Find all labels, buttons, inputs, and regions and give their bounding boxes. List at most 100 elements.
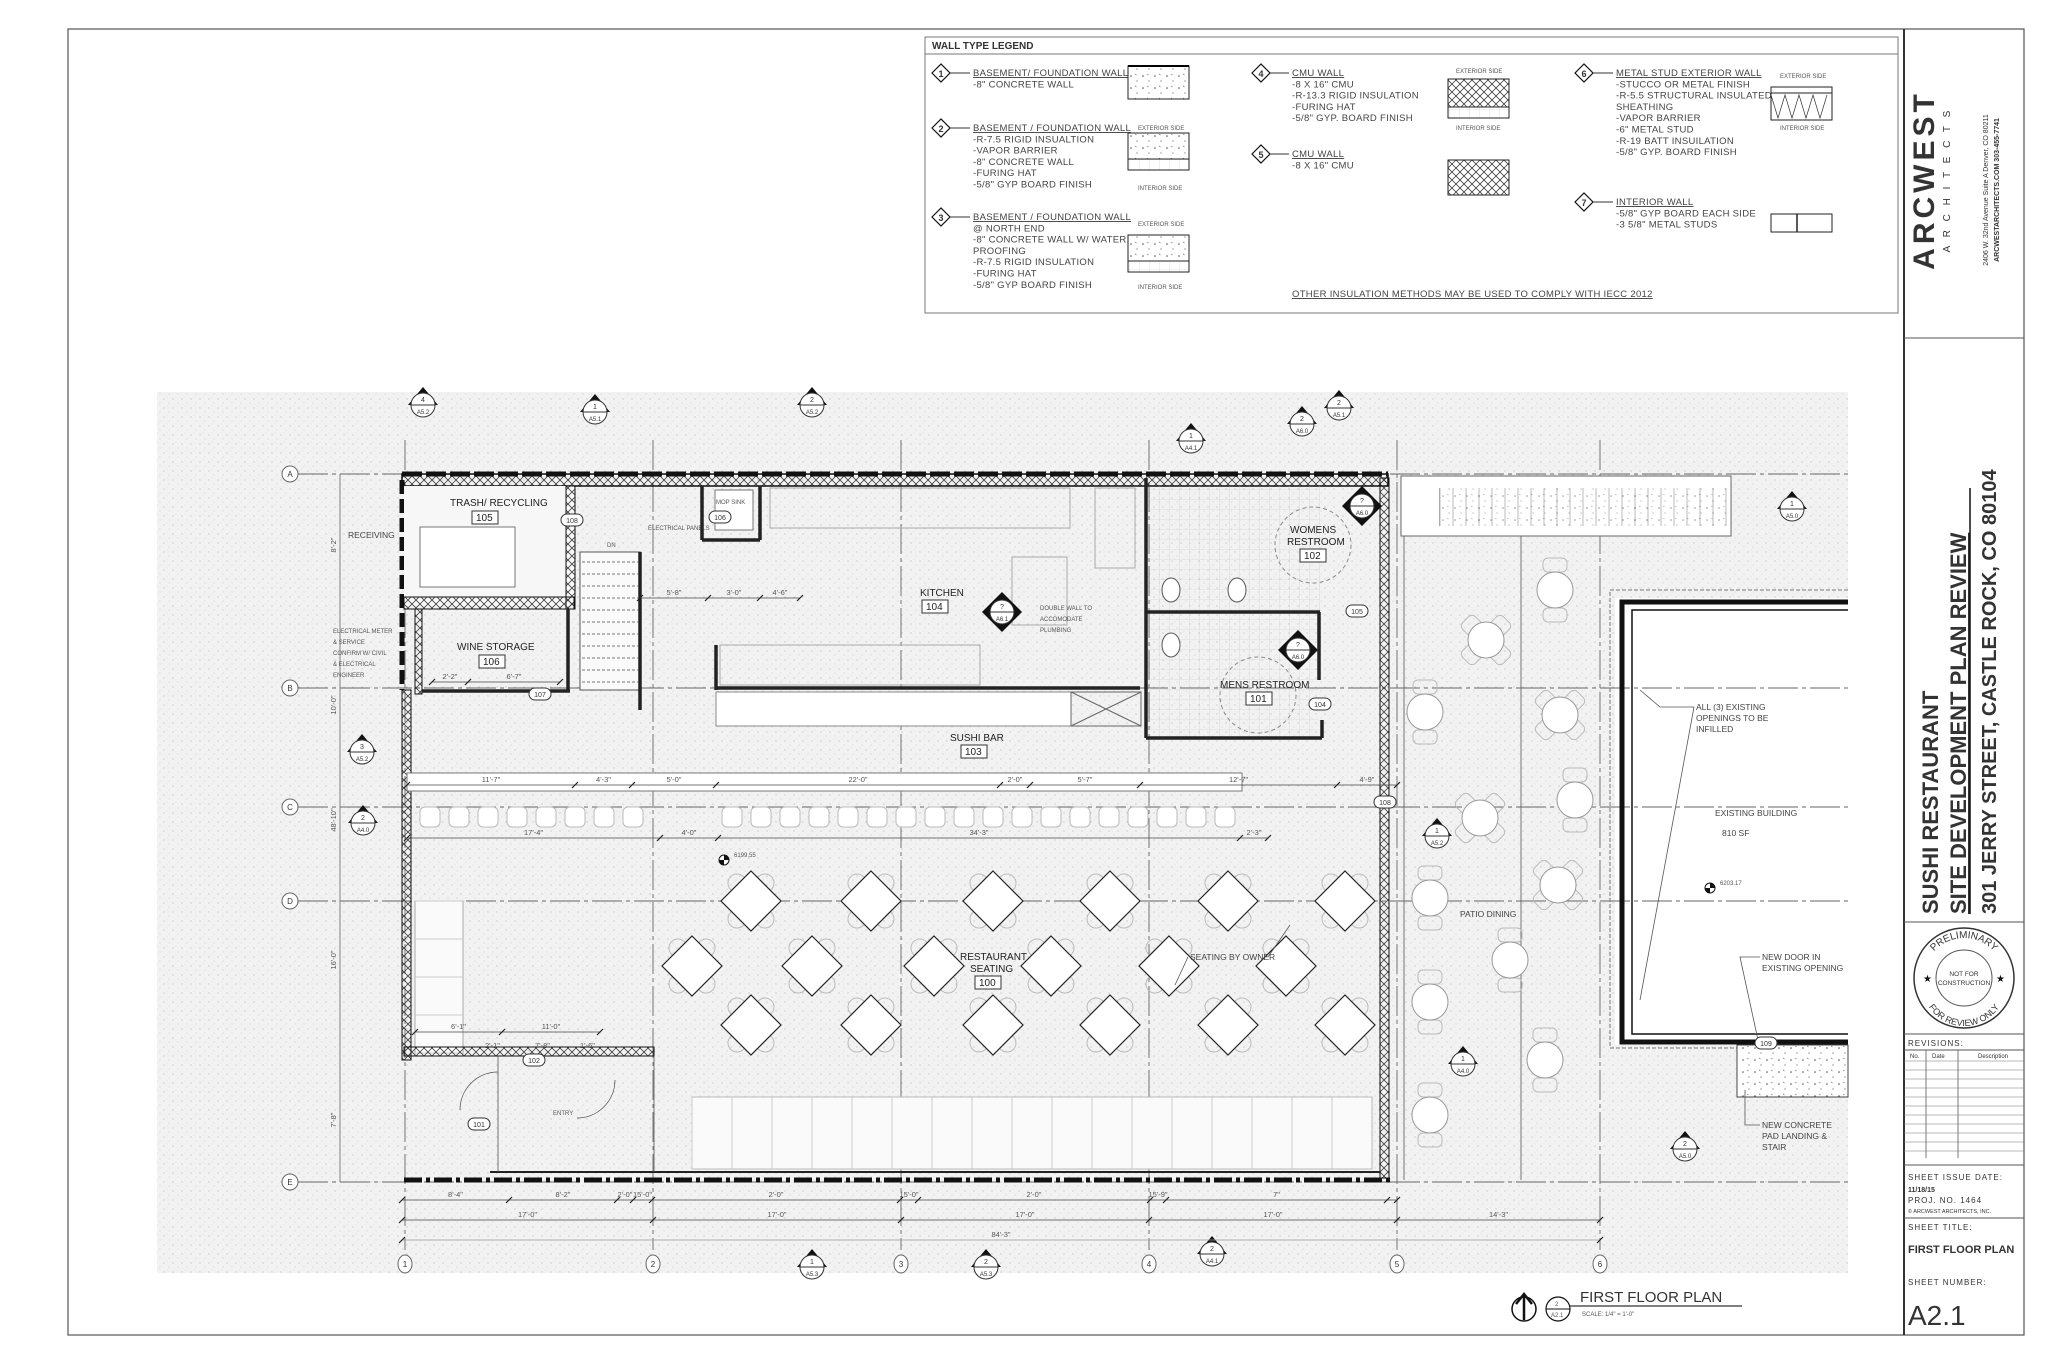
svg-text:?: ? [1000, 604, 1004, 611]
svg-text:A6.0: A6.0 [1356, 511, 1369, 517]
svg-text:5'-7": 5'-7" [1078, 775, 1093, 784]
svg-text:A4.0: A4.0 [1457, 1069, 1470, 1075]
bar-stool [448, 806, 470, 828]
legend-note: OTHER INSULATION METHODS MAY BE USED TO … [1292, 289, 1653, 300]
left-dimensions: 8'-2"10'-0"48'-10"16'-0"7'-8" [329, 474, 341, 1182]
bar-stool [1098, 806, 1120, 828]
bar-stool [750, 806, 772, 828]
bar-stool [866, 806, 888, 828]
section-marker: 2A4.0 [348, 805, 378, 836]
svg-text:108: 108 [566, 518, 578, 525]
dining-table [962, 994, 1024, 1056]
drawing-title-text: FIRST FLOOR PLAN [1580, 1289, 1722, 1306]
svg-text:6203.17: 6203.17 [1720, 881, 1742, 887]
svg-text:2: 2 [1683, 1141, 1687, 1148]
svg-text:4'-0": 4'-0" [682, 828, 697, 837]
svg-text:RECEIVING: RECEIVING [348, 530, 395, 540]
svg-text:2'-3": 2'-3" [1247, 828, 1262, 837]
floor-plan: TRASH/ RECYCLING 105 RECEIVING WINE STOR… [157, 387, 1849, 1280]
dining-table [1197, 994, 1259, 1056]
svg-text:3: 3 [360, 744, 364, 751]
svg-text:WOMENS: WOMENS [1290, 525, 1336, 536]
svg-text:?: ? [1360, 498, 1364, 505]
dimension-string: 5'-8"3'-0"4'-6" [636, 588, 804, 602]
svg-text:A5.3: A5.3 [806, 1272, 819, 1278]
patio-table-2 [1411, 969, 1449, 1035]
svg-text:PROJ. NO. 1464: PROJ. NO. 1464 [1908, 1196, 1982, 1205]
svg-text:8'-2": 8'-2" [329, 537, 338, 552]
svg-text:108: 108 [1379, 800, 1391, 807]
svg-text:-5/8" GYP. BOARD FINISH: -5/8" GYP. BOARD FINISH [1292, 113, 1413, 124]
svg-text:2: 2 [984, 1259, 988, 1266]
svg-text:102: 102 [528, 1058, 540, 1065]
svg-text:A4.1: A4.1 [1185, 446, 1198, 452]
svg-text:3: 3 [938, 213, 943, 223]
dimension-string: 6'-1"11'-0" [411, 1022, 604, 1036]
section-marker: ? A6.0 [1342, 486, 1382, 526]
patio-table-4 [1454, 792, 1506, 844]
sheet-number: A2.1 [1908, 1300, 1966, 1331]
interior-stair: DN ELECTRICAL PANELS [579, 526, 710, 710]
svg-text:CMU WALL: CMU WALL [1292, 149, 1344, 160]
bar-stool [1011, 806, 1033, 828]
svg-text:ELECTRICAL PANELS: ELECTRICAL PANELS [648, 526, 710, 532]
svg-text:22'-0": 22'-0" [848, 775, 867, 784]
existing-building: EXISTING BUILDING 810 SF 6203.17 ALL (3)… [1609, 589, 1849, 1152]
svg-text:1: 1 [938, 69, 943, 79]
svg-text:2: 2 [651, 1260, 656, 1269]
svg-text:1: 1 [593, 404, 597, 411]
patio-table-2 [1536, 557, 1574, 623]
wall-section-5 [1447, 159, 1510, 196]
svg-text:1: 1 [403, 1260, 408, 1269]
dining-table [1079, 994, 1141, 1056]
svg-text:A5.1: A5.1 [1333, 413, 1346, 419]
svg-text:-5/8" GYP BOARD EACH SIDE: -5/8" GYP BOARD EACH SIDE [1616, 208, 1756, 219]
patio-table-2 [1491, 927, 1529, 993]
door-tag: 101 [467, 1117, 491, 1131]
svg-text:INTERIOR SIDE: INTERIOR SIDE [1456, 126, 1500, 132]
svg-text:15'-9": 15'-9" [1148, 1190, 1167, 1199]
svg-text:EXISTING OPENING: EXISTING OPENING [1762, 963, 1843, 973]
title-block: ARCWEST A R C H I T E C T S 2406 W. 32nd… [1904, 90, 2024, 1331]
door-tag: 102 [522, 1053, 546, 1067]
svg-text:★: ★ [1923, 974, 1932, 985]
bar-stool [1127, 806, 1149, 828]
svg-text:2: 2 [938, 124, 943, 134]
door-tag: 109 [1754, 1036, 1778, 1050]
svg-text:CONFIRM W/ CIVIL: CONFIRM W/ CIVIL [333, 651, 387, 657]
svg-text:-5/8" GYP BOARD FINISH: -5/8" GYP BOARD FINISH [973, 180, 1092, 191]
svg-text:A6.1: A6.1 [996, 617, 1009, 623]
grid-bubble-E: E [281, 1173, 299, 1191]
svg-text:1'-6": 1'-6" [580, 1041, 595, 1050]
svg-text:A: A [287, 470, 293, 479]
svg-text:105: 105 [1351, 609, 1363, 616]
svg-text:EXTERIOR SIDE: EXTERIOR SIDE [1138, 126, 1184, 132]
bar-stool [1185, 806, 1207, 828]
svg-text:3'-0": 3'-0" [727, 588, 742, 597]
svg-text:A5.0: A5.0 [1679, 1154, 1692, 1160]
svg-text:810 SF: 810 SF [1722, 828, 1749, 838]
section-marker: 3A5.2 [347, 734, 377, 765]
svg-text:RESTAURANT: RESTAURANT [960, 952, 1027, 963]
svg-text:★: ★ [1996, 974, 2005, 985]
dimension-string: 2'-2"6'-7" [428, 672, 564, 686]
svg-text:8'-4": 8'-4" [448, 1190, 463, 1199]
svg-text:BASEMENT / FOUNDATION WALL: BASEMENT / FOUNDATION WALL [973, 123, 1131, 134]
svg-text:INFILLED: INFILLED [1696, 724, 1733, 734]
svg-text:1: 1 [810, 1259, 814, 1266]
section-marker: 1A5.2 [1422, 818, 1452, 849]
svg-text:CMU WALL: CMU WALL [1292, 68, 1344, 79]
restrooms: WOMENS RESTROOM 102 MENS RESTROOM 101 [1144, 478, 1352, 740]
svg-text:DN: DN [607, 543, 616, 549]
dining-table [1314, 870, 1376, 932]
svg-text:-R-19 BATT INSUILATION: -R-19 BATT INSUILATION [1616, 136, 1734, 147]
svg-text:-6" METAL STUD: -6" METAL STUD [1616, 125, 1694, 136]
svg-text:2'-1": 2'-1" [485, 1041, 500, 1050]
